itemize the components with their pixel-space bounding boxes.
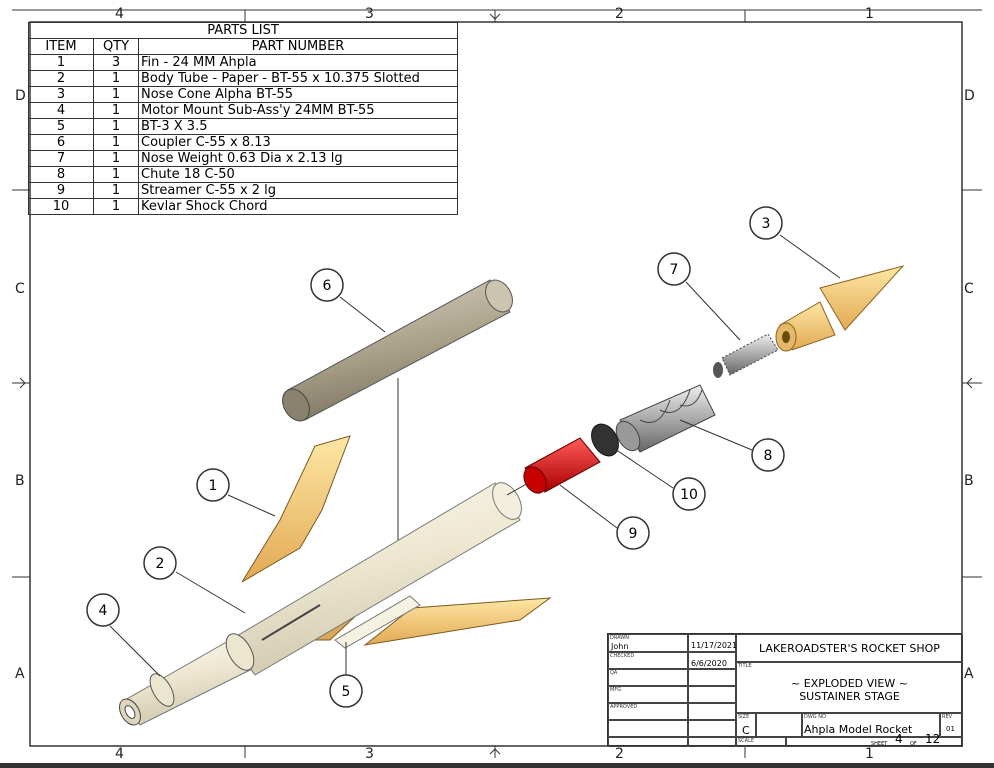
cell-part-number: Kevlar Shock Chord xyxy=(138,198,458,215)
chute-part xyxy=(615,362,723,453)
kevlar-cord-part xyxy=(591,423,619,457)
zone-row-b: B xyxy=(15,473,25,489)
cell-part-number: Body Tube - Paper - BT-55 x 10.375 Slott… xyxy=(138,70,458,87)
dwg-no-label: DWG NO xyxy=(804,714,826,720)
motor-mount-part xyxy=(119,633,255,726)
balloon-circle xyxy=(196,468,230,502)
balloon-circle xyxy=(657,252,691,286)
leader-lines xyxy=(109,234,841,677)
zone-col-3: 3 xyxy=(365,6,374,22)
balloon-circle xyxy=(143,546,177,580)
nose-weight-part xyxy=(721,333,779,376)
balloon-10: 10 xyxy=(672,477,706,511)
coupler-part xyxy=(282,279,513,422)
balloon-number: 4 xyxy=(99,603,108,619)
drawing-title-line1: ~ EXPLODED VIEW ~ xyxy=(791,677,908,690)
cell-qty: 1 xyxy=(93,198,139,215)
zone-col-4: 4 xyxy=(115,6,124,22)
balloon-number: 5 xyxy=(342,684,351,700)
zone-row-b-right: B xyxy=(964,473,974,489)
size-label: SIZE xyxy=(738,714,750,720)
zone-row-a: A xyxy=(15,666,25,682)
balloon-number: 7 xyxy=(670,262,679,278)
balloon-9: 9 xyxy=(616,516,650,550)
zone-row-d-right: D xyxy=(964,88,975,104)
balloon-8: 8 xyxy=(751,438,785,472)
checked-date: 6/6/2020 xyxy=(691,659,727,668)
zone-row-c-right: C xyxy=(964,281,974,297)
balloon-1: 1 xyxy=(196,468,230,502)
zone-row-d: D xyxy=(15,88,26,104)
zone-col-2: 2 xyxy=(615,6,624,22)
nose-cone-part xyxy=(775,265,905,352)
balloon-6: 6 xyxy=(310,268,344,302)
balloon-number: 9 xyxy=(629,526,638,542)
cell-item: 10 xyxy=(28,198,94,215)
sheet-number: 4 xyxy=(895,732,903,746)
balloon-number: 6 xyxy=(323,278,332,294)
rev-label: REV xyxy=(942,714,953,720)
cell-part-number: Nose Weight 0.63 Dia x 2.13 lg xyxy=(138,150,458,167)
balloon-circle xyxy=(310,268,344,302)
balloon-5: 5 xyxy=(329,674,363,708)
fin-part xyxy=(363,597,552,646)
of-label: OF xyxy=(910,741,917,747)
zone-col-1-bottom: 1 xyxy=(865,746,874,762)
launch-lug-part xyxy=(334,595,421,649)
balloon-4: 4 xyxy=(86,593,120,627)
zone-col-1: 1 xyxy=(865,6,874,22)
title-label: TITLE xyxy=(738,663,752,669)
sheet-label: SHEET xyxy=(871,741,888,747)
balloon-circle xyxy=(751,438,785,472)
mfg-label: MFG xyxy=(610,687,622,693)
balloon-circle xyxy=(672,477,706,511)
balloon-2: 2 xyxy=(143,546,177,580)
fin-part xyxy=(241,435,351,583)
balloon-circle xyxy=(749,206,783,240)
drawn-date: 11/17/2021 xyxy=(691,641,738,650)
company-name: LAKEROADSTER'S ROCKET SHOP xyxy=(736,634,963,662)
balloon-circle xyxy=(329,674,363,708)
balloon-circle xyxy=(86,593,120,627)
balloon-number: 3 xyxy=(762,216,771,232)
balloon-number: 8 xyxy=(764,448,773,464)
balloon-3: 3 xyxy=(749,206,783,240)
drawing-title-line2: SUSTAINER STAGE xyxy=(799,690,900,703)
header-qty: QTY xyxy=(93,38,139,55)
balloon-circle xyxy=(616,516,650,550)
approved-label: APPROVED xyxy=(610,704,638,710)
cell-part-number: Fin - 24 MM Ahpla xyxy=(138,54,458,71)
streamer-part xyxy=(523,437,601,494)
drawn-by: John xyxy=(611,642,629,651)
size-value: C xyxy=(742,724,750,737)
drawn-label: DRAWN xyxy=(610,635,629,641)
zone-row-c: C xyxy=(15,281,25,297)
balloon-number: 2 xyxy=(156,556,165,572)
qa-label: QA xyxy=(610,670,618,676)
balloon-7: 7 xyxy=(657,252,691,286)
balloon-number: 1 xyxy=(209,478,218,494)
zone-col-3-bottom: 3 xyxy=(365,746,374,762)
checked-label: CHECKED xyxy=(610,653,635,659)
sheet-total: 12 xyxy=(925,732,941,746)
rev-value: 01 xyxy=(946,725,955,733)
scale-label: SCALE xyxy=(738,738,755,744)
zone-row-a-right: A xyxy=(964,666,974,682)
body-tube-part xyxy=(229,482,522,676)
balloon-number: 10 xyxy=(680,487,698,503)
zone-col-4-bottom: 4 xyxy=(115,746,124,762)
dwg-no: Ahpla Model Rocket xyxy=(804,723,913,736)
zone-col-2-bottom: 2 xyxy=(615,746,624,762)
